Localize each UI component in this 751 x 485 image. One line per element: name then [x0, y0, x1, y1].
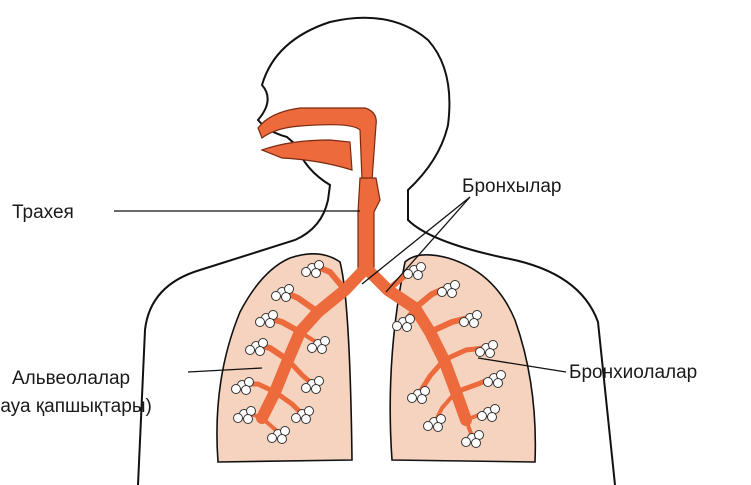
trachea-label: Трахея: [12, 202, 74, 223]
bronchi-label: Бронхылар: [462, 176, 561, 197]
right-lung: [390, 255, 535, 462]
trachea: [358, 178, 380, 272]
body-outline: [138, 18, 615, 485]
alveoli-label: Альвеолалар: [12, 368, 130, 389]
bronchioles-label: Бронхиолалар: [569, 362, 697, 383]
alveoli-sublabel: (ауа қапшықтары): [0, 396, 152, 417]
